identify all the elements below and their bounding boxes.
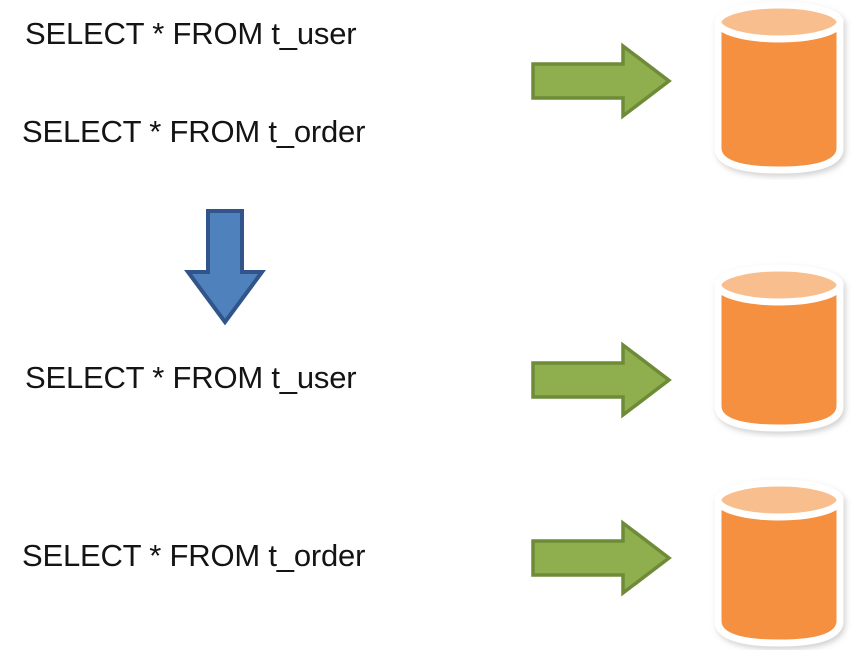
sql-statement-after-user: SELECT * FROM t_user: [25, 360, 357, 395]
green-right-arrow-3: [530, 519, 672, 597]
sql-statement-after-order: SELECT * FROM t_order: [22, 538, 366, 573]
green-right-arrow-2: [530, 341, 672, 419]
green-right-arrow-1: [530, 42, 672, 120]
blue-down-arrow: [183, 207, 267, 327]
database-cylinder-2: [706, 258, 852, 443]
database-cylinder-3: [706, 473, 852, 650]
sql-statement-before-user: SELECT * FROM t_user: [25, 16, 357, 51]
sql-statement-before-order: SELECT * FROM t_order: [22, 114, 366, 149]
database-cylinder-1: [706, 0, 852, 185]
